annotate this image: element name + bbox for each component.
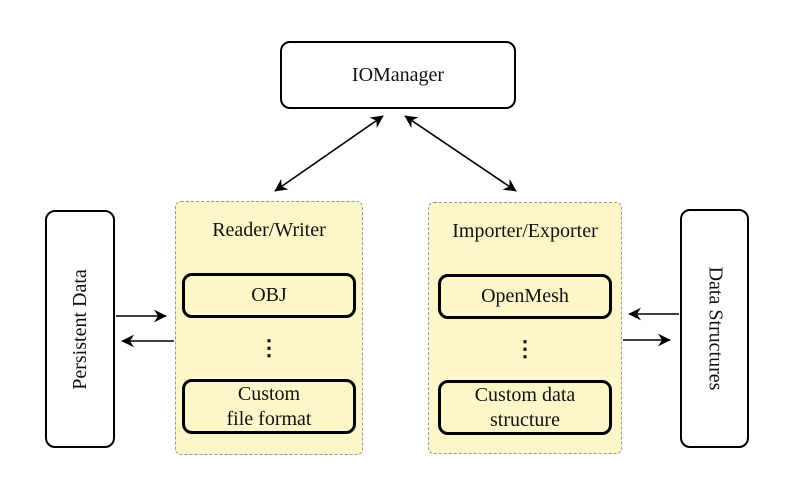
- node-custom-data-structure: Custom data structure: [438, 380, 612, 435]
- node-obj: OBJ: [182, 273, 356, 318]
- node-custom-data-structure-line1: Custom data: [474, 383, 576, 406]
- node-persistent-data: Persistent Data: [45, 210, 115, 448]
- reader-writer-ellipsis: ⋮: [258, 335, 280, 360]
- node-openmesh: OpenMesh: [438, 274, 612, 319]
- node-data-structures: Data Structures: [680, 209, 749, 448]
- edge-iomanager-readerwriter: [274, 115, 384, 192]
- node-custom-file-format: Custom file format: [182, 379, 356, 434]
- node-iomanager: IOManager: [280, 41, 516, 109]
- node-data-structures-label: Data Structures: [704, 266, 727, 391]
- node-obj-label: OBJ: [251, 284, 287, 306]
- group-importer-exporter: Importer/Exporter OpenMesh ⋮ Custom data…: [428, 202, 622, 454]
- node-iomanager-label: IOManager: [351, 63, 445, 86]
- node-custom-file-format-line1: Custom: [237, 382, 301, 405]
- node-custom-file-format-line2: file format: [226, 407, 312, 430]
- node-persistent-data-label: Persistent Data: [68, 268, 91, 390]
- group-importer-exporter-title: Importer/Exporter: [452, 220, 598, 242]
- group-reader-writer: Reader/Writer OBJ ⋮ Custom file format: [175, 201, 363, 455]
- importer-exporter-ellipsis: ⋮: [514, 336, 536, 361]
- node-openmesh-label: OpenMesh: [481, 285, 569, 307]
- edge-iomanager-importerexporter: [404, 115, 517, 192]
- node-custom-data-structure-line2: structure: [490, 408, 560, 431]
- group-reader-writer-title: Reader/Writer: [212, 219, 326, 241]
